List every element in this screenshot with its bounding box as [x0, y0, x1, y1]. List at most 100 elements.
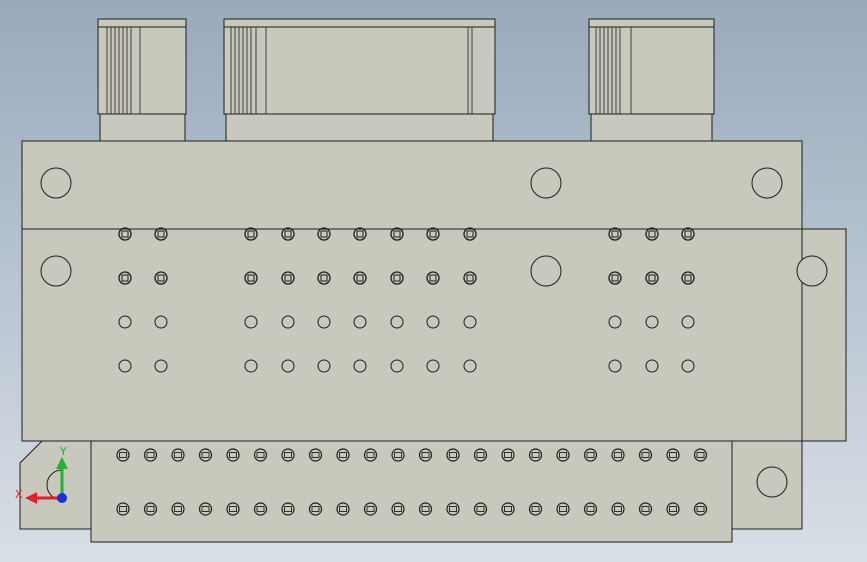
empty-hole — [353, 359, 367, 373]
header-pin — [556, 448, 570, 462]
empty-hole — [154, 315, 168, 329]
terminal-pin — [426, 227, 440, 241]
terminal-pin — [281, 227, 295, 241]
terminal-pin — [118, 271, 132, 285]
header-pin — [638, 448, 653, 462]
header-pin — [501, 448, 515, 462]
header-pin — [336, 502, 350, 516]
empty-hole — [645, 359, 659, 373]
terminal-pin — [426, 271, 440, 285]
header-pin — [336, 448, 350, 462]
empty-hole — [118, 359, 132, 373]
empty-hole — [154, 359, 168, 373]
header-pin — [143, 502, 158, 516]
empty-hole — [426, 359, 440, 373]
header-pin — [171, 502, 185, 516]
center-connector-housing[interactable] — [223, 18, 496, 142]
header-pin — [253, 502, 268, 516]
empty-hole — [608, 359, 622, 373]
terminal-pin — [353, 271, 367, 285]
header-pin — [638, 502, 653, 516]
terminal-pin — [317, 271, 331, 285]
header-pin — [583, 448, 598, 462]
terminal-pin — [390, 271, 404, 285]
empty-hole — [463, 359, 477, 373]
header-pin — [528, 448, 543, 462]
empty-hole — [463, 315, 477, 329]
axis-x-label: X — [15, 488, 23, 501]
terminal-pin — [244, 227, 258, 241]
header-pin — [171, 448, 185, 462]
header-pin — [198, 448, 213, 462]
empty-hole — [317, 315, 331, 329]
empty-hole — [353, 315, 367, 329]
header-pin — [281, 448, 295, 462]
header-pin — [363, 448, 378, 462]
header-pin — [143, 448, 158, 462]
header-pin — [226, 448, 240, 462]
header-pin — [473, 448, 488, 462]
axis-y-label: Y — [59, 445, 67, 458]
header-pin — [418, 448, 433, 462]
empty-hole — [244, 315, 258, 329]
header-pin — [556, 502, 570, 516]
pin-holes — [116, 227, 708, 516]
header-pin — [116, 502, 130, 516]
header-pin — [666, 502, 680, 516]
terminal-pin — [317, 227, 331, 241]
empty-hole — [118, 315, 132, 329]
header-pin — [693, 502, 708, 516]
empty-hole — [390, 359, 404, 373]
header-pin — [446, 448, 460, 462]
terminal-pin — [608, 227, 622, 241]
header-pin — [611, 502, 625, 516]
main-board[interactable] — [19, 140, 847, 543]
header-pin — [473, 502, 488, 516]
header-pin — [666, 448, 680, 462]
left-connector-housing[interactable] — [97, 18, 187, 142]
header-pin — [391, 502, 405, 516]
header-pin — [116, 448, 130, 462]
header-pin — [528, 502, 543, 516]
terminal-pin — [244, 271, 258, 285]
empty-hole — [281, 315, 295, 329]
empty-hole — [681, 359, 695, 373]
terminal-pin — [645, 227, 659, 241]
terminal-pin — [681, 227, 695, 241]
header-pin — [308, 502, 323, 516]
header-pin — [693, 448, 708, 462]
empty-hole — [426, 315, 440, 329]
terminal-pin — [681, 271, 695, 285]
header-pin — [418, 502, 433, 516]
empty-hole — [244, 359, 258, 373]
header-pin — [446, 502, 460, 516]
header-pin — [501, 502, 515, 516]
terminal-pin — [645, 271, 659, 285]
mounting-holes — [40, 167, 828, 501]
empty-hole — [608, 315, 622, 329]
header-pin — [391, 448, 405, 462]
terminal-pin — [154, 271, 168, 285]
terminal-pin — [353, 227, 367, 241]
header-pin — [198, 502, 213, 516]
terminal-pin — [463, 227, 477, 241]
terminal-pin — [390, 227, 404, 241]
header-pin — [226, 502, 240, 516]
terminal-pin — [118, 227, 132, 241]
empty-hole — [681, 315, 695, 329]
coordinate-triad-icon: Y X — [15, 445, 68, 504]
terminal-pin — [463, 271, 477, 285]
terminal-pin — [154, 227, 168, 241]
terminal-pin — [281, 271, 295, 285]
right-connector-housing[interactable] — [588, 18, 715, 142]
header-pin — [253, 448, 268, 462]
empty-hole — [317, 359, 331, 373]
header-pin — [611, 448, 625, 462]
empty-hole — [645, 315, 659, 329]
header-pin — [308, 448, 323, 462]
terminal-pin — [608, 271, 622, 285]
header-pin — [363, 502, 378, 516]
header-pin — [583, 502, 598, 516]
